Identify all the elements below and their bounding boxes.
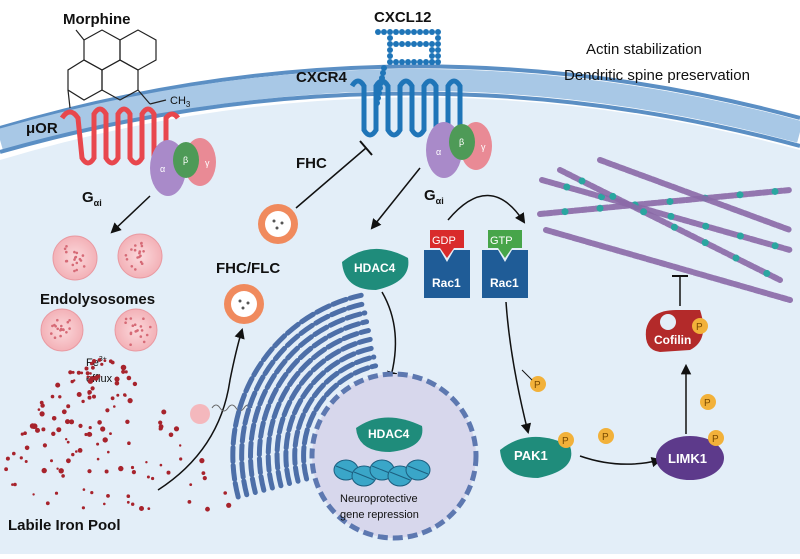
muor-label: μOR xyxy=(26,120,58,137)
rac1-gdp: GDP Rac1 xyxy=(424,230,470,298)
fhc-flc-label: FHC/FLC xyxy=(216,260,280,277)
arrow-gdp-to-gtp xyxy=(447,194,526,224)
labile-iron-pool xyxy=(4,358,232,512)
membrane-outer xyxy=(0,64,800,130)
pak1-phospho: P xyxy=(558,432,574,448)
galpha-left-label: Gαi xyxy=(82,189,102,208)
phospho-rac1: P xyxy=(530,376,546,392)
g-beta-left xyxy=(173,142,199,178)
endoplasmic-reticulum xyxy=(230,292,379,500)
ribosome-small xyxy=(190,404,210,424)
ferritin-mrna xyxy=(211,404,253,412)
ferritin-fhc-flc xyxy=(224,284,264,324)
arrow-hdac4-to-nucleus xyxy=(381,291,398,383)
pak1-kinase: PAK1 xyxy=(500,436,572,478)
arrow-iron-to-ferritin xyxy=(157,327,245,491)
actin-filaments xyxy=(537,157,793,303)
svg-text:Rac1: Rac1 xyxy=(432,276,461,290)
limk1-kinase: LIMK1 xyxy=(656,436,724,480)
endolysosomes-label: Endolysosomes xyxy=(40,291,155,308)
cxcl12-chemokine xyxy=(374,29,441,106)
cofilin: Cofilin xyxy=(645,310,704,352)
galpha-right-label: Gαi xyxy=(424,187,444,206)
svg-text:α: α xyxy=(160,164,165,174)
ferritin-fhc xyxy=(258,204,298,244)
svg-text:Cofilin: Cofilin xyxy=(654,333,691,347)
nucleus-text-line2: gene repression xyxy=(340,509,419,521)
inhibition-fhc-cxcr4 xyxy=(295,147,367,209)
arrow-gai-to-lysosome xyxy=(110,195,151,234)
rac1-gtp: GTP Rac1 xyxy=(482,230,528,298)
svg-text:P: P xyxy=(712,434,719,445)
svg-text:GTP: GTP xyxy=(490,235,513,247)
svg-text:Rac1: Rac1 xyxy=(490,276,519,290)
phospho-limk1-cofilin: P xyxy=(700,394,716,410)
svg-text:P: P xyxy=(534,380,541,391)
spine-preservation-label: Dendritic spine preservation xyxy=(564,67,750,84)
svg-text:P: P xyxy=(602,432,609,443)
cofilin-phospho: P xyxy=(692,318,708,334)
svg-text:HDAC4: HDAC4 xyxy=(368,427,410,441)
hdac4-nucleus: HDAC4 xyxy=(356,417,423,452)
membrane-band xyxy=(0,68,800,151)
svg-text:β: β xyxy=(183,155,188,165)
nucleus xyxy=(309,371,479,541)
svg-text:HDAC4: HDAC4 xyxy=(354,261,396,275)
svg-text:GDP: GDP xyxy=(432,235,456,247)
g-protein-left: α β γ xyxy=(150,138,216,196)
labile-iron-pool-label: Labile Iron Pool xyxy=(8,517,121,534)
nucleus-text-line1: Neuroprotective xyxy=(340,493,418,505)
hdac4-cytoplasm: HDAC4 xyxy=(342,248,409,290)
arrow-pak1-to-limk1 xyxy=(579,455,663,468)
endolysosome-group xyxy=(40,233,163,352)
fhc-label: FHC xyxy=(296,155,327,172)
arrow-rac1-to-pak1 xyxy=(505,301,532,435)
svg-text:LIMK1: LIMK1 xyxy=(668,451,707,466)
svg-text:P: P xyxy=(562,436,569,447)
methyl-label: CH3 xyxy=(170,95,191,109)
actin-stabilization-label: Actin stabilization xyxy=(586,41,702,58)
cxcl12-label: CXCL12 xyxy=(374,9,432,26)
g-protein-right: α β γ xyxy=(426,122,492,178)
cxcr4-label: CXCR4 xyxy=(296,69,348,86)
morphine-molecule xyxy=(67,29,167,109)
svg-text:β: β xyxy=(459,137,464,147)
svg-text:PAK1: PAK1 xyxy=(514,448,548,463)
g-beta-right xyxy=(449,124,475,160)
svg-text:P: P xyxy=(704,398,711,409)
svg-text:γ: γ xyxy=(205,158,210,168)
phospho-pak1-limk1: P xyxy=(598,428,614,444)
chromatin-nucleosomes xyxy=(333,459,431,487)
limk1-phospho: P xyxy=(708,430,724,446)
svg-text:γ: γ xyxy=(481,142,486,152)
svg-text:α: α xyxy=(436,147,441,157)
morphine-label: Morphine xyxy=(63,11,131,28)
svg-text:P: P xyxy=(696,322,703,333)
arrow-cxcr4-to-hdac4 xyxy=(370,167,421,230)
